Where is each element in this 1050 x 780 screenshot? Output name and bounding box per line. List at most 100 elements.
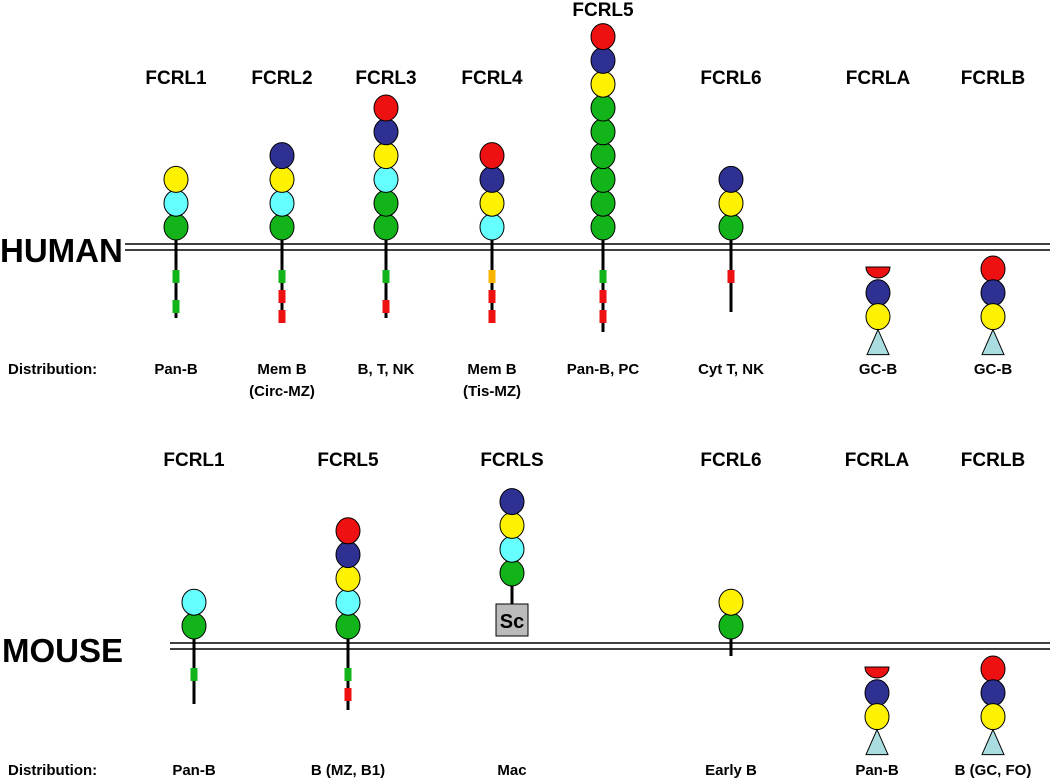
human-fcrl2-name: FCRL2 [251,68,312,89]
mouse-fcrl1-name: FCRL1 [163,450,225,471]
mouse-fcrl5: FCRL5 B (MZ, B1) [311,450,385,779]
human-fcrl3-motif-red-1 [382,300,390,313]
mouse-fcrls-domain-2 [499,535,525,563]
human-fcrl6-motif-red-0 [727,270,735,283]
human-fcrla-distribution: GC-B [859,361,897,378]
human-fcrla-name: FCRLA [846,68,911,89]
mouse-fcrl1-domain-0 [181,588,207,616]
mouse-fcrls-domain-0 [499,488,525,516]
human-fcrl6-name: FCRL6 [700,68,761,89]
mouse-fcrl1-motif-green-0 [190,668,198,681]
human-fcrl5-domain-0 [590,23,616,51]
human-distribution-label: Distribution: [8,361,97,378]
mouse-fcrl5-domain-2 [335,564,361,592]
mouse-fcrl5-motif-red-1 [344,688,352,701]
human-fcrl5-motif-red-1 [599,290,607,303]
human-fcrl3-distribution: B, T, NK [358,361,415,378]
human-fcrl2-domain-1 [269,165,295,193]
human-fcrla: FCRLA GC-B [846,68,911,378]
mouse-fcrlb-domain-2 [980,703,1006,731]
human-species-label: HUMAN [0,232,123,269]
human-fcrlb-tail-triangle [981,328,1005,356]
human-fcrla-domain-1 [865,279,891,307]
human-fcrl4-motif-red-2 [488,310,496,323]
human-fcrl2-domain-2 [269,189,295,217]
mouse-fcrlb-domain-1 [980,679,1006,707]
human-fcrl5-domain-2 [590,70,616,98]
mouse-fcrls-domain-3 [499,559,525,587]
human-fcrlb-domain-1 [980,279,1006,307]
mouse-fcrls-name: FCRLS [480,450,543,471]
human-fcrl1-domain-2 [163,213,189,241]
human-fcrl5-domain-1 [590,46,616,74]
human-fcrlb-domain-2 [980,303,1006,331]
mouse-fcrl5-motif-green-0 [344,668,352,681]
mouse-fcrls-scavenger-box [495,603,529,637]
human-fcrla-tail-triangle [866,328,890,356]
mouse-fcrla-tail-triangle [865,728,889,756]
human-fcrl2-motif-red-1 [278,290,286,303]
human-fcrl6-domain-0 [718,165,744,193]
human-fcrl5-domain-5 [590,142,616,170]
human-fcrl5-domain-6 [590,165,616,193]
human-fcrl2-domain-3 [269,213,295,241]
human-fcrl1-name: FCRL1 [145,68,207,89]
human-fcrl2-distribution: (Circ-MZ) [249,383,315,400]
mouse-fcrlb-domain-0 [980,655,1006,683]
human-fcrl6-domain-2 [718,213,744,241]
human-fcrl3-motif-green-0 [382,270,390,283]
human-fcrl3-domain-1 [373,118,399,146]
mouse-fcrl5-domain-3 [335,588,361,616]
mouse-fcrlb-distribution: B (GC, FO) [955,762,1032,779]
human-fcrl6-distribution: Cyt T, NK [698,361,764,378]
mouse-fcrl5-domain-1 [335,541,361,569]
human-fcrlb-distribution: GC-B [974,361,1012,378]
human-fcrl2-motif-red-2 [278,310,286,323]
human-fcrl1-motif-green-0 [172,270,180,283]
human-fcrla-domain-2 [865,303,891,331]
mouse-fcrlb-tail-triangle [981,728,1005,756]
human-fcrl5-motif-red-2 [599,310,607,323]
human-fcrl3-domain-5 [373,213,399,241]
mouse-fcrls-domain-1 [499,511,525,539]
mouse-fcrla-domain-1 [864,679,890,707]
mouse-fcrl6-domain-1 [718,612,744,640]
human-fcrl5-domain-8 [590,213,616,241]
mouse-fcrla-domain-2 [864,703,890,731]
human-fcrl4-domain-3 [479,213,505,241]
human-fcrl4-distribution: Mem B [467,361,516,378]
mouse-fcrl5-distribution: B (MZ, B1) [311,762,385,779]
mouse-fcrla-name: FCRLA [845,450,910,471]
human-fcrl2-distribution: Mem B [257,361,306,378]
human-fcrl2-domain-0 [269,142,295,170]
mouse-fcrla-domain-0 [864,666,890,679]
human-fcrl3-domain-4 [373,189,399,217]
human-fcrl5-domain-4 [590,118,616,146]
human-fcrla-domain-0 [865,266,891,279]
human-fcrl4-domain-0 [479,142,505,170]
mouse-fcrls-scavenger-label: Sc [500,611,524,633]
human-fcrl3-domain-2 [373,142,399,170]
human-fcrl6-domain-1 [718,189,744,217]
human-fcrl2-motif-green-0 [278,270,286,283]
human-fcrl5-motif-green-0 [599,270,607,283]
human-fcrl5-distribution: Pan-B, PC [567,361,640,378]
mouse-fcrl5-name: FCRL5 [317,450,379,471]
mouse-fcrl6-distribution: Early B [705,762,757,779]
human-fcrl4-domain-1 [479,165,505,193]
human-fcrl4-motif-orange-0 [488,270,496,283]
human-fcrl4-motif-red-1 [488,290,496,303]
human-fcrl1-domain-1 [163,189,189,217]
